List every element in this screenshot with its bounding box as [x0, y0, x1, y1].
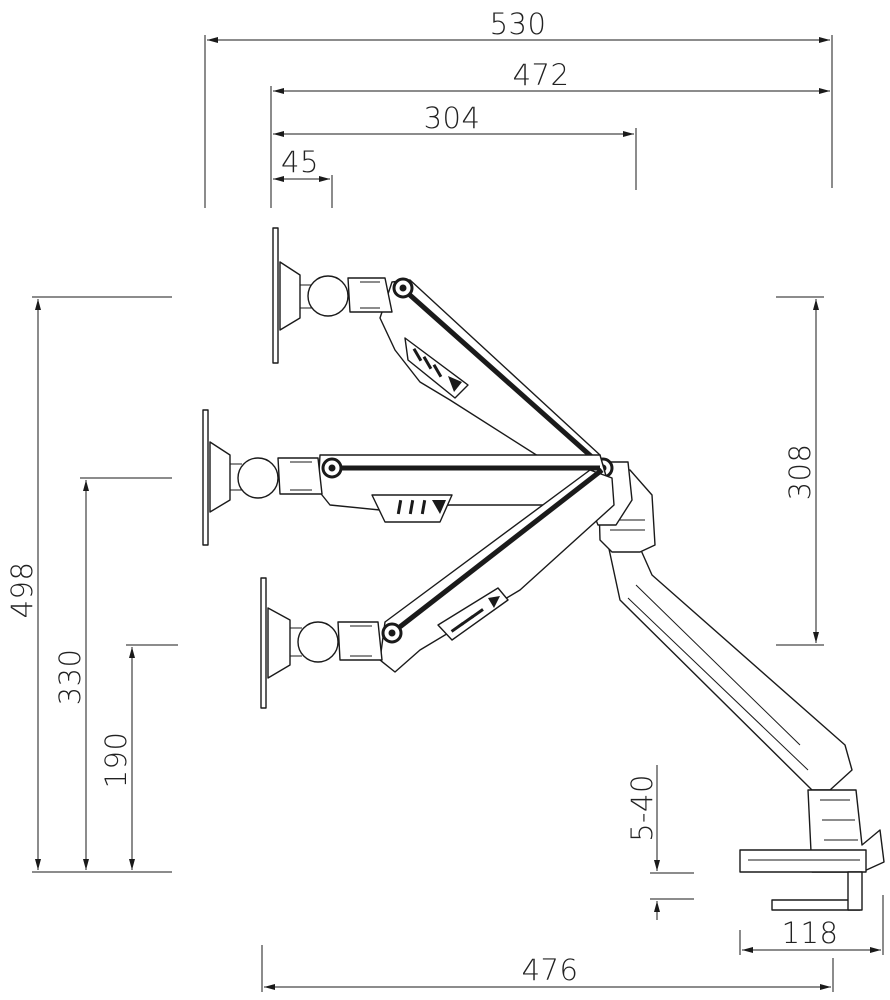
dim-label-330: 330 — [53, 649, 87, 706]
dim-label-308: 308 — [783, 444, 817, 501]
dimension-overall-width: 530 — [204, 7, 833, 208]
dim-label-304: 304 — [424, 101, 481, 135]
dim-label-530: 530 — [490, 7, 547, 41]
dimension-arm-reach: 472 — [270, 58, 830, 208]
arm-position-lower — [260, 468, 615, 709]
dim-label-476: 476 — [522, 953, 579, 987]
dim-label-190: 190 — [99, 732, 133, 789]
arm-position-upper — [272, 227, 606, 489]
dimension-vertical-travel: 308 — [776, 296, 824, 646]
dimension-base-reach: 476 — [261, 945, 834, 992]
dimension-total-height: 498 — [5, 296, 172, 873]
arm-position-middle — [202, 409, 611, 546]
dimension-clamp-depth: 118 — [739, 895, 884, 955]
dim-label-5-40: 5-40 — [625, 774, 659, 842]
dim-label-498: 498 — [5, 562, 39, 619]
dim-label-118: 118 — [782, 916, 839, 950]
dimension-low-height: 190 — [99, 644, 178, 870]
dimension-offset: 45 — [273, 145, 333, 208]
dim-label-472: 472 — [513, 58, 570, 92]
dimension-mid-reach: 304 — [273, 101, 637, 190]
dim-label-45: 45 — [281, 145, 319, 179]
dimension-desk-thickness: 5-40 — [625, 765, 694, 920]
dimension-mid-height: 330 — [53, 477, 172, 870]
base-arm-and-clamp — [597, 469, 885, 911]
